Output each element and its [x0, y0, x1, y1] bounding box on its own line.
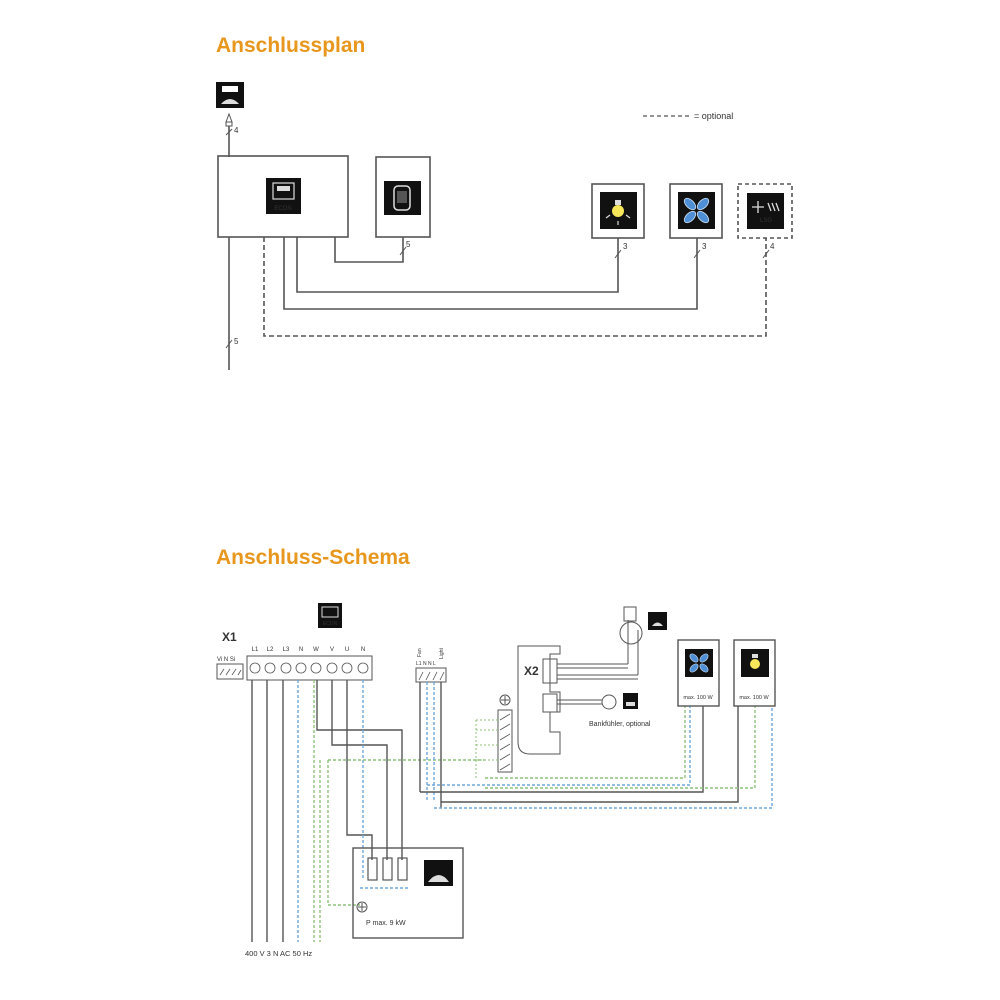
- x1-label: X1: [222, 630, 237, 644]
- terminal-label: V: [330, 647, 334, 653]
- schema-fan-box: [677, 639, 720, 707]
- x1-small-block: [216, 663, 244, 680]
- sensor-bulb-icon: [225, 112, 233, 127]
- fan-max-label: max. 100 W: [683, 695, 713, 701]
- bank-sensor-round: [601, 694, 617, 710]
- aux-terminal-block: [415, 667, 447, 683]
- x1-small-terminals: Vi N Si: [217, 657, 235, 663]
- ground-icon-heater: [356, 901, 368, 913]
- terminal-label: L3: [283, 647, 290, 653]
- lsg-label: LSG: [760, 218, 772, 224]
- terminal-label: L1: [252, 647, 259, 653]
- lsg-box: [737, 183, 793, 239]
- count-remote: 5: [406, 240, 411, 249]
- schema-econ-icon: [318, 603, 342, 628]
- temp-sensor-round: [619, 606, 643, 645]
- light-bulb-icon: [600, 192, 637, 229]
- terminal-label: L2: [267, 647, 274, 653]
- sensor-icon-schema: [648, 612, 667, 630]
- econ-label: ECON: [274, 206, 291, 212]
- x2-label: X2: [524, 664, 539, 678]
- schema-fan-icon: [685, 649, 713, 677]
- control-unit: [217, 155, 349, 238]
- light-max-label: max. 100 W: [739, 695, 769, 701]
- lsg-icon: [747, 193, 784, 229]
- econ-icon: [266, 178, 301, 214]
- terminal-label: U: [345, 647, 349, 653]
- terminal-label: N: [299, 647, 303, 653]
- schema-title: Anschluss-Schema: [216, 546, 410, 569]
- x1-terminal-labels: L1 L2 L3 N W V U N: [252, 647, 366, 653]
- aux-fan-label: Fan: [417, 648, 423, 657]
- plan-diagram: LSG ECON: [216, 82, 793, 370]
- schema-diagram: [216, 603, 776, 942]
- display-icon: [384, 181, 421, 215]
- terminal-label: W: [313, 647, 319, 653]
- x1-terminal-block: [246, 655, 373, 681]
- supply-label: 400 V 3 N AC 50 Hz: [245, 949, 312, 958]
- bank-sensor-icon: [623, 693, 638, 709]
- x2-board: [517, 645, 561, 755]
- schema-light-icon: [741, 649, 769, 677]
- fan-box: [669, 183, 723, 239]
- count-light: 3: [623, 242, 628, 251]
- heater-icon: [424, 860, 453, 886]
- plan-title: Anschlussplan: [216, 34, 366, 57]
- sensor-icon: [216, 82, 244, 108]
- fan-icon: [678, 192, 715, 229]
- ground-rail: [497, 694, 513, 773]
- bank-sensor-label: Bankfühler, optional: [589, 721, 651, 728]
- heater-box: [352, 847, 464, 939]
- aux-terminals-label: L1 N N L: [416, 661, 436, 667]
- count-sensor: 4: [234, 126, 239, 135]
- schema-econ-label: ECON: [323, 621, 338, 627]
- heater-power-label: P max. 9 kW: [366, 920, 406, 927]
- count-lsg: 4: [770, 242, 775, 251]
- schema-light-box: [733, 639, 776, 707]
- heater-elements: [367, 857, 408, 881]
- terminal-label: N: [361, 647, 365, 653]
- count-power: 5: [234, 337, 239, 346]
- legend-optional: = optional: [694, 111, 733, 121]
- aux-light-label: Light: [439, 648, 445, 659]
- count-fan: 3: [702, 242, 707, 251]
